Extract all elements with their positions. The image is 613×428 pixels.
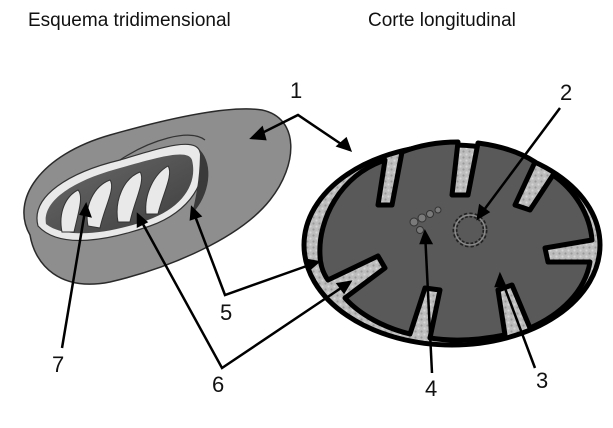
label-7: 7 [52,352,64,378]
longitudinal-section [304,142,600,345]
label-6: 6 [212,372,224,398]
label-1: 1 [290,78,302,104]
label-3: 3 [536,368,548,394]
label-4: 4 [425,376,437,402]
three-dimensional-mitochondrion [24,109,291,284]
caption-3d-scheme: Esquema tridimensional [28,10,231,32]
caption-longitudinal-section: Corte longitudinal [368,10,516,32]
label-5: 5 [220,300,232,326]
label-2: 2 [560,80,572,106]
